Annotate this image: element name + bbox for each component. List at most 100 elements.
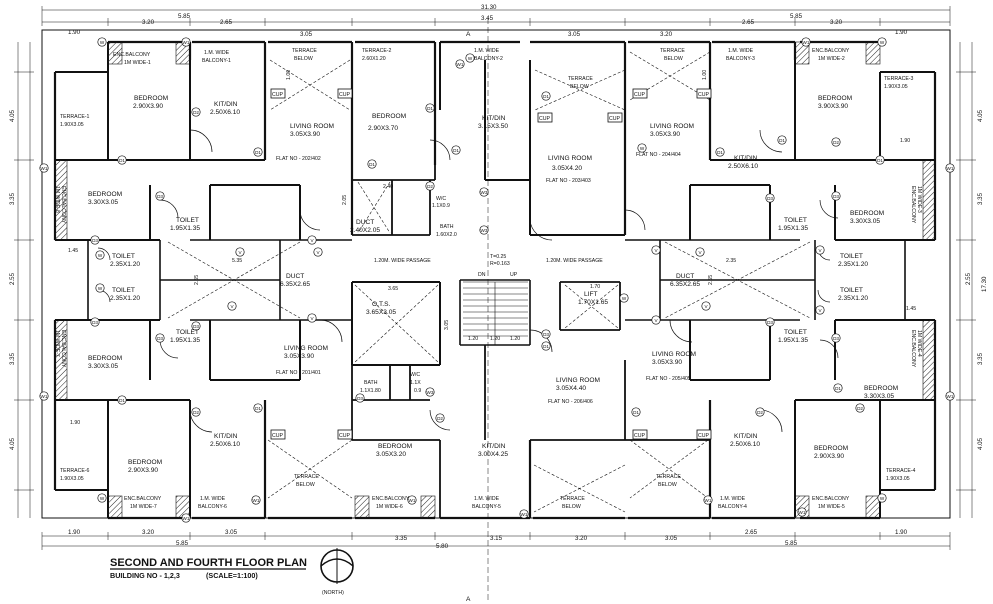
- room-label: TERRACE-2: [362, 48, 392, 54]
- dim-top: 5.85: [790, 13, 803, 20]
- dim-label: 1.20: [468, 336, 478, 342]
- room-label: TERRACE: [294, 474, 319, 480]
- tag-circle: [407, 495, 417, 505]
- tag-circle: [313, 247, 323, 257]
- cup-label: CUP: [698, 433, 709, 439]
- tag-circle: [695, 247, 705, 257]
- room-label: 1.95X1.35: [778, 337, 808, 344]
- room-label: 2.90X3.90: [133, 103, 163, 110]
- tag-circle: [755, 407, 765, 417]
- room-label: DUCT: [286, 273, 304, 280]
- dim-right: 4.05: [977, 109, 984, 122]
- cup-label: CUP: [539, 116, 550, 122]
- room-label: W/C: [436, 196, 446, 202]
- room-label: BEDROOM: [134, 95, 168, 102]
- dim-label: 2.55: [708, 275, 714, 285]
- tag-label: D1: [119, 158, 125, 163]
- room-label: BALCONY-4: [718, 504, 747, 510]
- tag-circle: [191, 321, 201, 331]
- tag-label: D3: [92, 238, 98, 243]
- dim-top: 2.65: [742, 19, 755, 26]
- tag-label: D1: [543, 344, 549, 349]
- tag-circle: [155, 191, 165, 201]
- room-label: ENC.BALCONY: [60, 186, 66, 224]
- tag-circle: [117, 155, 127, 165]
- tag-label: V: [818, 248, 822, 253]
- tag-circle: [831, 333, 841, 343]
- room-label: 1.95X1.35: [170, 337, 200, 344]
- tag-label: V: [704, 304, 708, 309]
- room-label: 1M WIDE-7: [130, 504, 157, 510]
- tag-label: W: [880, 40, 885, 45]
- dim-top: 3.05: [568, 31, 581, 38]
- room-label: 2.50X6.10: [210, 441, 240, 448]
- dim-overall: 31.30: [481, 4, 497, 11]
- room-label: 6.35X2.65: [670, 281, 700, 288]
- room-label: BELOW: [296, 482, 315, 488]
- tag-circle: [425, 181, 435, 191]
- dim-top: 2.65: [220, 19, 233, 26]
- room-label: ENC.BALCONY: [372, 496, 410, 502]
- tag-label: V: [818, 308, 822, 313]
- room-label: 1.95X1.35: [170, 225, 200, 232]
- tag-label: D3: [833, 336, 839, 341]
- tag-label: V: [310, 238, 314, 243]
- dim-label: 1.00: [286, 70, 292, 80]
- room-label: TOILET: [784, 217, 807, 224]
- dim-top: 3.05: [300, 31, 313, 38]
- tag-circle: [307, 313, 317, 323]
- tag-label: D2: [857, 406, 863, 411]
- tag-label: W1: [183, 40, 190, 45]
- room-label: UP: [510, 272, 518, 278]
- tag-circle: [97, 493, 107, 503]
- room-label: 2.90X3.70: [368, 125, 398, 132]
- room-label: BALCONY-6: [198, 504, 227, 510]
- room-label: TERRACE-3: [884, 76, 914, 82]
- dim-right: 3.35: [977, 192, 984, 205]
- tag-circle: [235, 247, 245, 257]
- room-label: 1.95X1.35: [778, 225, 808, 232]
- room-label: 3.30X3.05: [88, 199, 118, 206]
- tag-label: W: [468, 56, 473, 61]
- tag-circle: [541, 329, 551, 339]
- tag-circle: [90, 317, 100, 327]
- room-label: 3.00X4.25: [478, 451, 508, 458]
- tag-label: V: [316, 250, 320, 255]
- room-label: 3.05X3.20: [376, 451, 406, 458]
- cup-label: CUP: [634, 433, 645, 439]
- room-label: 1.1X0.9: [432, 203, 450, 209]
- tag-circle: [155, 333, 165, 343]
- tag-circle: [253, 147, 263, 157]
- room-label: 1.90X3.05: [60, 122, 84, 128]
- room-label: TERRACE: [656, 474, 681, 480]
- room-label: KIT/DIN: [482, 115, 506, 122]
- room-label: 3.05X4.20: [552, 165, 582, 172]
- dim-label: 1.45: [68, 248, 78, 254]
- room-label: KIT/DIN: [734, 433, 758, 440]
- cup-label: CUP: [272, 433, 283, 439]
- tag-circle: [451, 145, 461, 155]
- tag-circle: [39, 163, 49, 173]
- room-label: LIVING ROOM: [284, 345, 328, 352]
- cup-label: CUP: [339, 433, 350, 439]
- tag-label: V: [654, 248, 658, 253]
- tag-circle: [425, 103, 435, 113]
- tag-label: D2: [437, 416, 443, 421]
- tag-circle: [815, 245, 825, 255]
- tag-circle: [877, 493, 887, 503]
- tag-label: W1: [41, 394, 48, 399]
- tag-circle: [455, 59, 465, 69]
- room-label: 3.30X3.05: [88, 363, 118, 370]
- room-label: TOILET: [176, 217, 199, 224]
- room-label: 2.50X6.10: [210, 109, 240, 116]
- dim-label: 2.35: [726, 258, 736, 264]
- tag-circle: [651, 245, 661, 255]
- dim-right: 3.35: [977, 352, 984, 365]
- room-label: 2.50X6.10: [730, 441, 760, 448]
- room-label: TOILET: [112, 253, 135, 260]
- tag-circle: [95, 283, 105, 293]
- dim-bottom: 3.05: [225, 529, 238, 536]
- room-label: 3.65X3.05: [366, 309, 396, 316]
- tag-label: D3: [193, 324, 199, 329]
- room-label: 3.15X3.50: [478, 123, 508, 130]
